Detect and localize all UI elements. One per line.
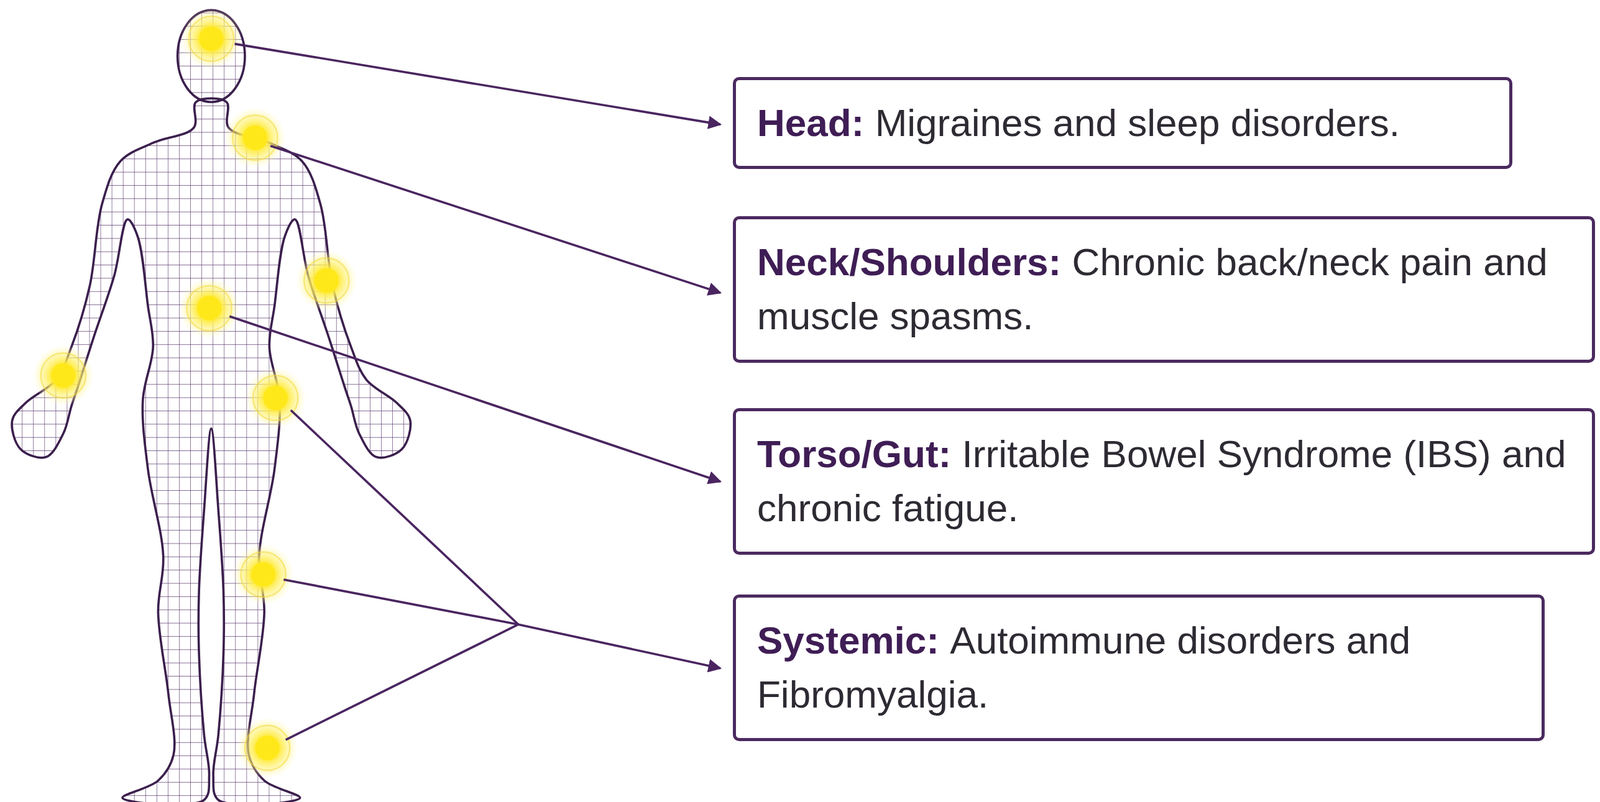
glow-point bbox=[32, 344, 94, 407]
callout-box: Torso/Gut:Irritable Bowel Syndrome (IBS)… bbox=[732, 408, 1596, 556]
callout-box: Neck/Shoulders:Chronic back/neck pain an… bbox=[732, 216, 1596, 364]
glow-point bbox=[232, 543, 294, 606]
condition-text: Migraines and sleep disorders. bbox=[875, 101, 1400, 145]
callout-box: Systemic:Autoimmune disorders and Fibrom… bbox=[732, 594, 1545, 742]
glow-point bbox=[244, 367, 306, 429]
human-figure bbox=[0, 0, 429, 802]
region-heading: Systemic: bbox=[757, 619, 940, 663]
glow-point bbox=[224, 106, 286, 169]
region-heading: Head: bbox=[757, 101, 865, 145]
leader-line bbox=[283, 579, 519, 625]
leader-line bbox=[270, 146, 721, 294]
glow-point bbox=[236, 717, 298, 780]
leader-line bbox=[234, 44, 721, 125]
glow-point bbox=[178, 277, 240, 340]
callout-box: Head:Migraines and sleep disorders. bbox=[732, 77, 1513, 170]
glow-points bbox=[32, 8, 358, 779]
region-heading: Neck/Shoulders: bbox=[757, 240, 1062, 284]
leader-lines bbox=[229, 44, 721, 741]
region-heading: Torso/Gut: bbox=[757, 432, 952, 476]
leader-line bbox=[285, 624, 519, 741]
glow-point bbox=[180, 8, 242, 70]
body-outline bbox=[11, 98, 411, 802]
leader-line bbox=[229, 316, 721, 482]
glow-point bbox=[295, 249, 357, 312]
leader-line bbox=[290, 410, 519, 625]
wireframe-grid bbox=[0, 0, 429, 802]
leader-line bbox=[518, 624, 721, 669]
